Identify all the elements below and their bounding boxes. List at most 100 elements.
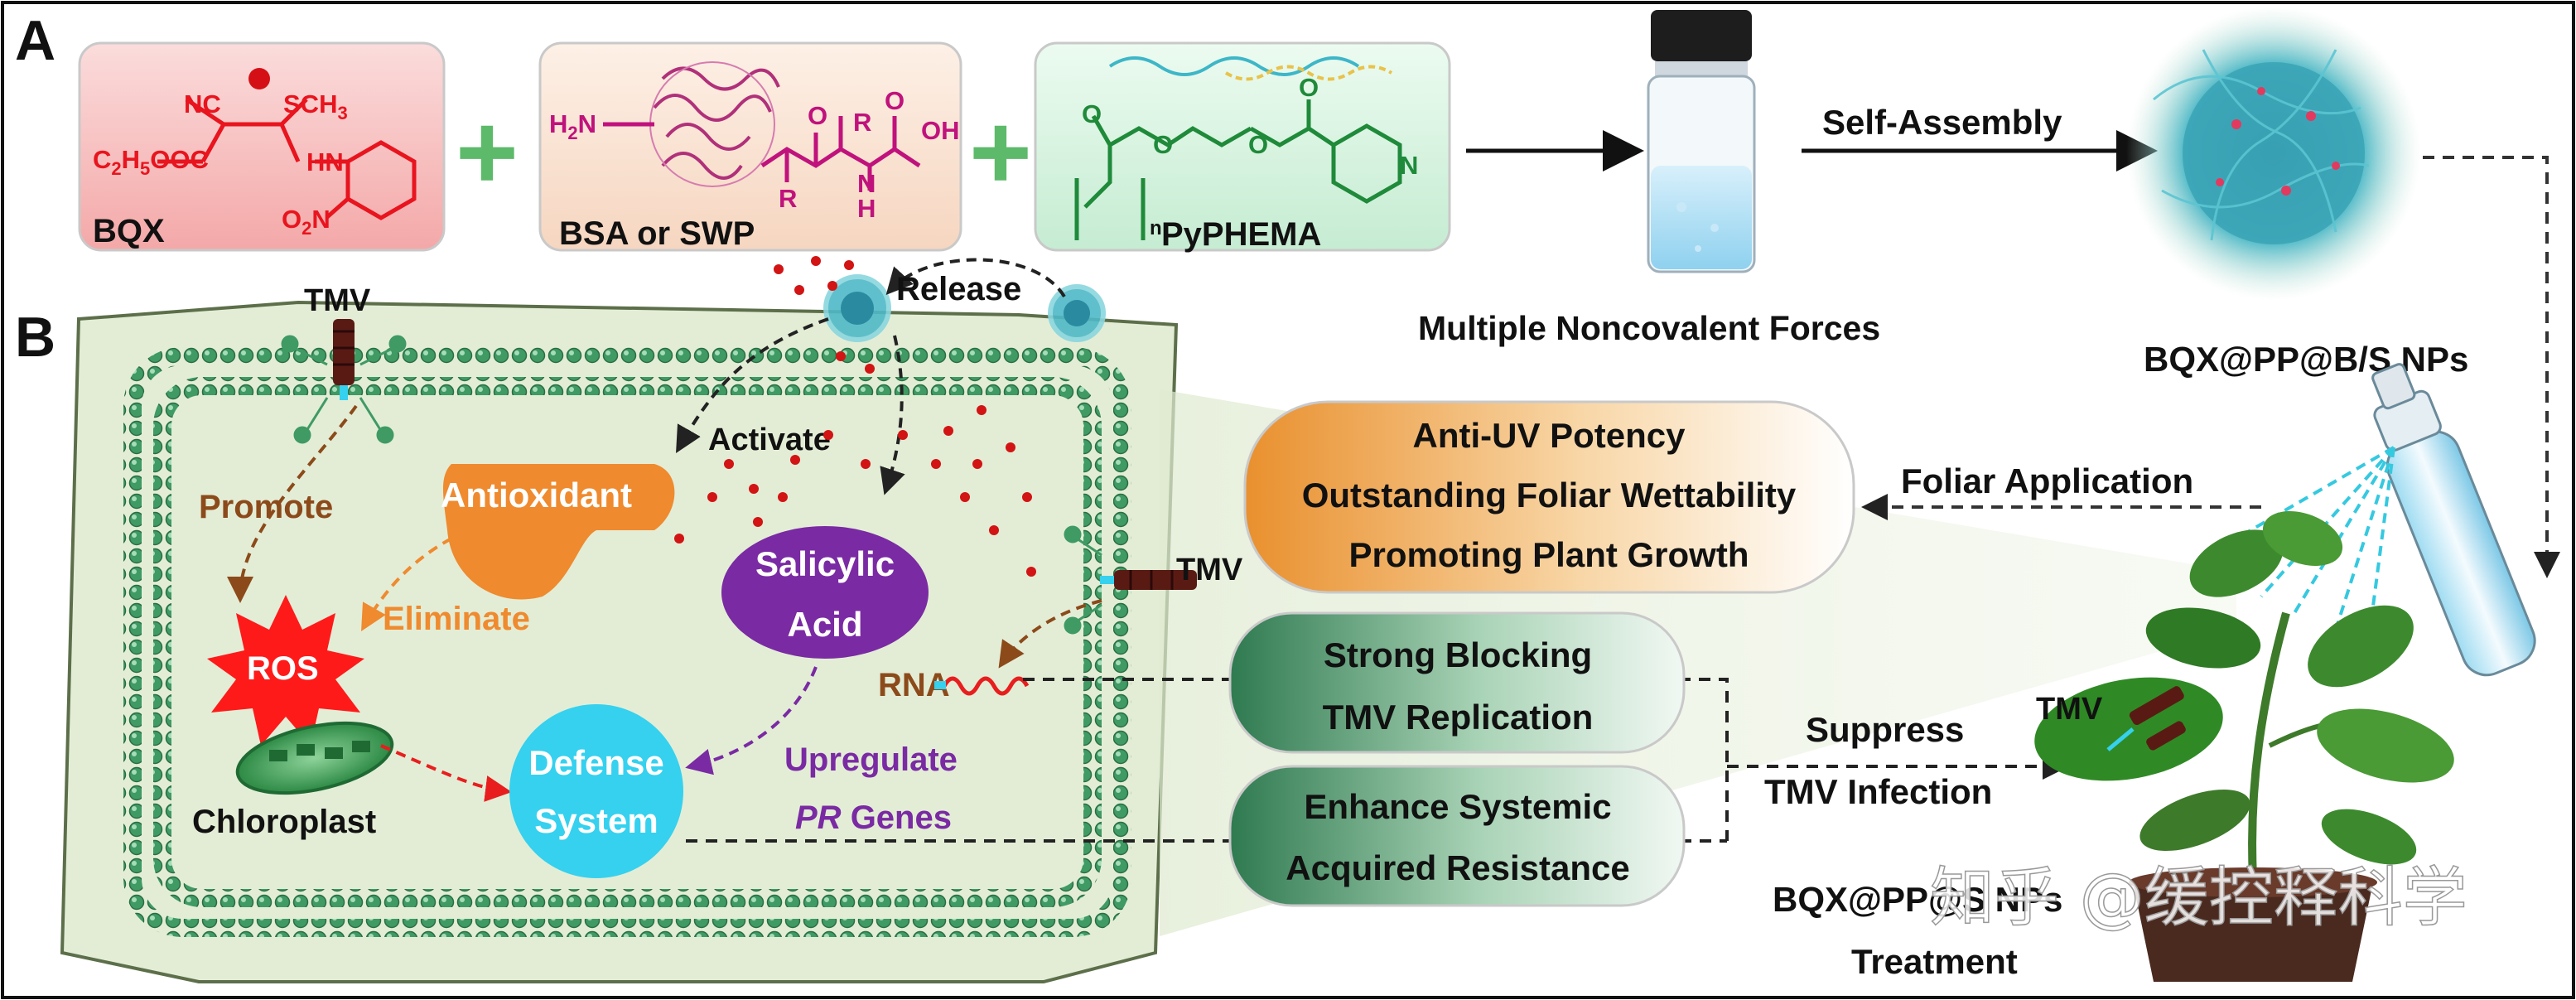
tmv-leaf-label: TMV: [2036, 692, 2103, 727]
polymer-group-o3: O: [1248, 130, 1268, 159]
promote-label: Promote: [199, 489, 333, 525]
bqx-group-hn: HN: [306, 147, 344, 176]
protein-group-h2n: H2N: [549, 109, 596, 143]
protein-backbone-icon: [603, 116, 921, 191]
resistance-line-1: Enhance Systemic: [1304, 787, 1611, 826]
rna-strand-icon: [942, 676, 1030, 696]
eliminate-dashed-arrow: [361, 537, 452, 631]
bqx-group-sch3: SCH3: [283, 89, 348, 123]
salicylic-label-1: Salicylic: [755, 544, 895, 583]
nanoparticle-icon: [2126, 6, 2421, 301]
tmv-virus-top-icon: [281, 319, 407, 444]
upregulate-label: Upregulate: [784, 742, 958, 778]
release-nanoparticle-icon: [823, 274, 1106, 342]
chloroplast-to-defense-arrow: [380, 744, 512, 802]
bqx-structure-box: NC SCH3 C2H5OOC HN O2N BQX: [78, 41, 446, 252]
blocking-box: Strong Blocking TMV Replication: [1228, 611, 1686, 754]
activate-label: Activate: [708, 423, 831, 457]
eliminate-label: Eliminate: [383, 601, 530, 637]
polymer-group-o1: O: [1082, 99, 1102, 128]
benefit-growth: Promoting Plant Growth: [1349, 535, 1749, 574]
blocking-line-2: TMV Replication: [1323, 698, 1594, 737]
tmv-right-label: TMV: [1176, 553, 1243, 587]
defense-label-2: System: [534, 801, 658, 840]
np-to-spray-dashed-arrow: [2423, 156, 2560, 578]
ros-burst-icon: [207, 595, 364, 746]
resistance-box: Enhance Systemic Acquired Resistance: [1228, 765, 1686, 907]
upregulate-dashed-arrow: [685, 666, 818, 775]
cell-membrane-inner: [153, 377, 1102, 907]
release-label: Release: [896, 271, 1021, 307]
rna-cap-icon: [934, 681, 946, 689]
spray-mist-lines: [2235, 446, 2395, 639]
plant-cell-wall: [60, 300, 1179, 983]
polymer-group-n: N: [1400, 151, 1418, 180]
plant-icon: [2034, 511, 2454, 879]
release-dashed-arrow: [885, 258, 1066, 298]
tmv-leaf-virus-icon: [2106, 686, 2186, 751]
plus-sign-1: +: [456, 91, 519, 212]
bqx-group-nc: NC: [184, 89, 221, 118]
watermark-text: 知乎 @缓控释科学: [1930, 861, 2467, 935]
spray-bottle-icon: [2371, 363, 2536, 677]
resistance-line-2: Acquired Resistance: [1286, 848, 1630, 887]
panel-label-a: A: [15, 9, 55, 72]
tmv-virus-right-icon: [1064, 525, 1197, 635]
bqx-label: BQX: [93, 213, 165, 249]
benefits-box: Anti-UV Potency Outstanding Foliar Wetta…: [1243, 400, 1855, 594]
polymer-sidechain-icon: [1224, 65, 1393, 81]
bqx-group-ester: C2H5OOC: [93, 145, 209, 179]
protein-group-r2: R: [779, 184, 797, 213]
polymer-label: PyPHEMA: [1161, 216, 1321, 253]
defense-system-circle: [509, 704, 683, 878]
polymer-backbone-icon: [1074, 99, 1402, 240]
salicylic-label-2: Acid: [787, 605, 862, 644]
protein-group-nh: N: [857, 169, 876, 198]
protein-group-r1: R: [853, 108, 871, 137]
salicylic-acid-shape: [721, 526, 929, 659]
treatment-label-1: BQX@PP@S NPs: [1773, 880, 2062, 919]
tmv-top-label: TMV: [304, 283, 371, 318]
suppress-label-1: Suppress: [1806, 710, 1964, 749]
protein-label: BSA or SWP: [559, 215, 755, 252]
promote-dashed-arrow: [227, 404, 358, 603]
pr-genes-label: PR Genes: [795, 800, 952, 836]
polymer-chain-icon: [1108, 56, 1360, 76]
protein-group-oh: OH: [921, 116, 960, 145]
antioxidant-label: Antioxidant: [441, 476, 632, 514]
plant-pot-icon: [2133, 882, 2373, 982]
treatment-label-2: Treatment: [1851, 942, 2018, 981]
chloroplast-label: Chloroplast: [192, 804, 376, 840]
panel-label-b: B: [15, 306, 55, 369]
self-assembly-label: Self-Assembly: [1822, 103, 2062, 142]
bqx-molecule-dots: [674, 256, 1036, 577]
polymer-structure-box: O O O O N n PyPHEMA: [1034, 41, 1451, 253]
suppress-label-2: TMV Infection: [1764, 772, 1992, 811]
protein-group-o2: O: [885, 86, 904, 115]
tmv-to-rna-arrow: [998, 599, 1102, 669]
bqx-structure-icon: [157, 97, 417, 220]
benefit-wettability: Outstanding Foliar Wettability: [1302, 476, 1797, 514]
radical-dot-icon: [248, 68, 270, 89]
plus-sign-2: +: [969, 91, 1032, 212]
protein-structure-box: H2N R R O O N H OH BSA or SWP: [538, 41, 962, 252]
benefit-anti-uv: Anti-UV Potency: [1412, 416, 1686, 455]
vial-icon: [1647, 10, 1756, 273]
polymer-group-o4: O: [1299, 73, 1319, 102]
vial-caption: Multiple Noncovalent Forces: [1418, 309, 1880, 347]
nanoparticle-label: BQX@PP@B/S NPs: [2144, 340, 2468, 379]
polymer-group-o2: O: [1153, 130, 1173, 159]
ros-label: ROS: [247, 650, 319, 687]
cell-membrane-outer: [123, 347, 1131, 937]
polymer-subscript-n: n: [1150, 217, 1162, 239]
blocking-line-1: Strong Blocking: [1324, 635, 1592, 674]
infected-leaf-icon: [2034, 677, 2223, 781]
pot-soil-shape: [2129, 867, 2377, 897]
salicylic-dashed-arrow: [880, 335, 905, 495]
chloroplast-icon: [235, 721, 394, 795]
activate-dashed-arrow: [676, 317, 829, 453]
protein-group-h: H: [857, 194, 876, 223]
antioxidant-shape: [443, 464, 675, 600]
rna-to-box-dashed-line: [1023, 678, 1729, 841]
